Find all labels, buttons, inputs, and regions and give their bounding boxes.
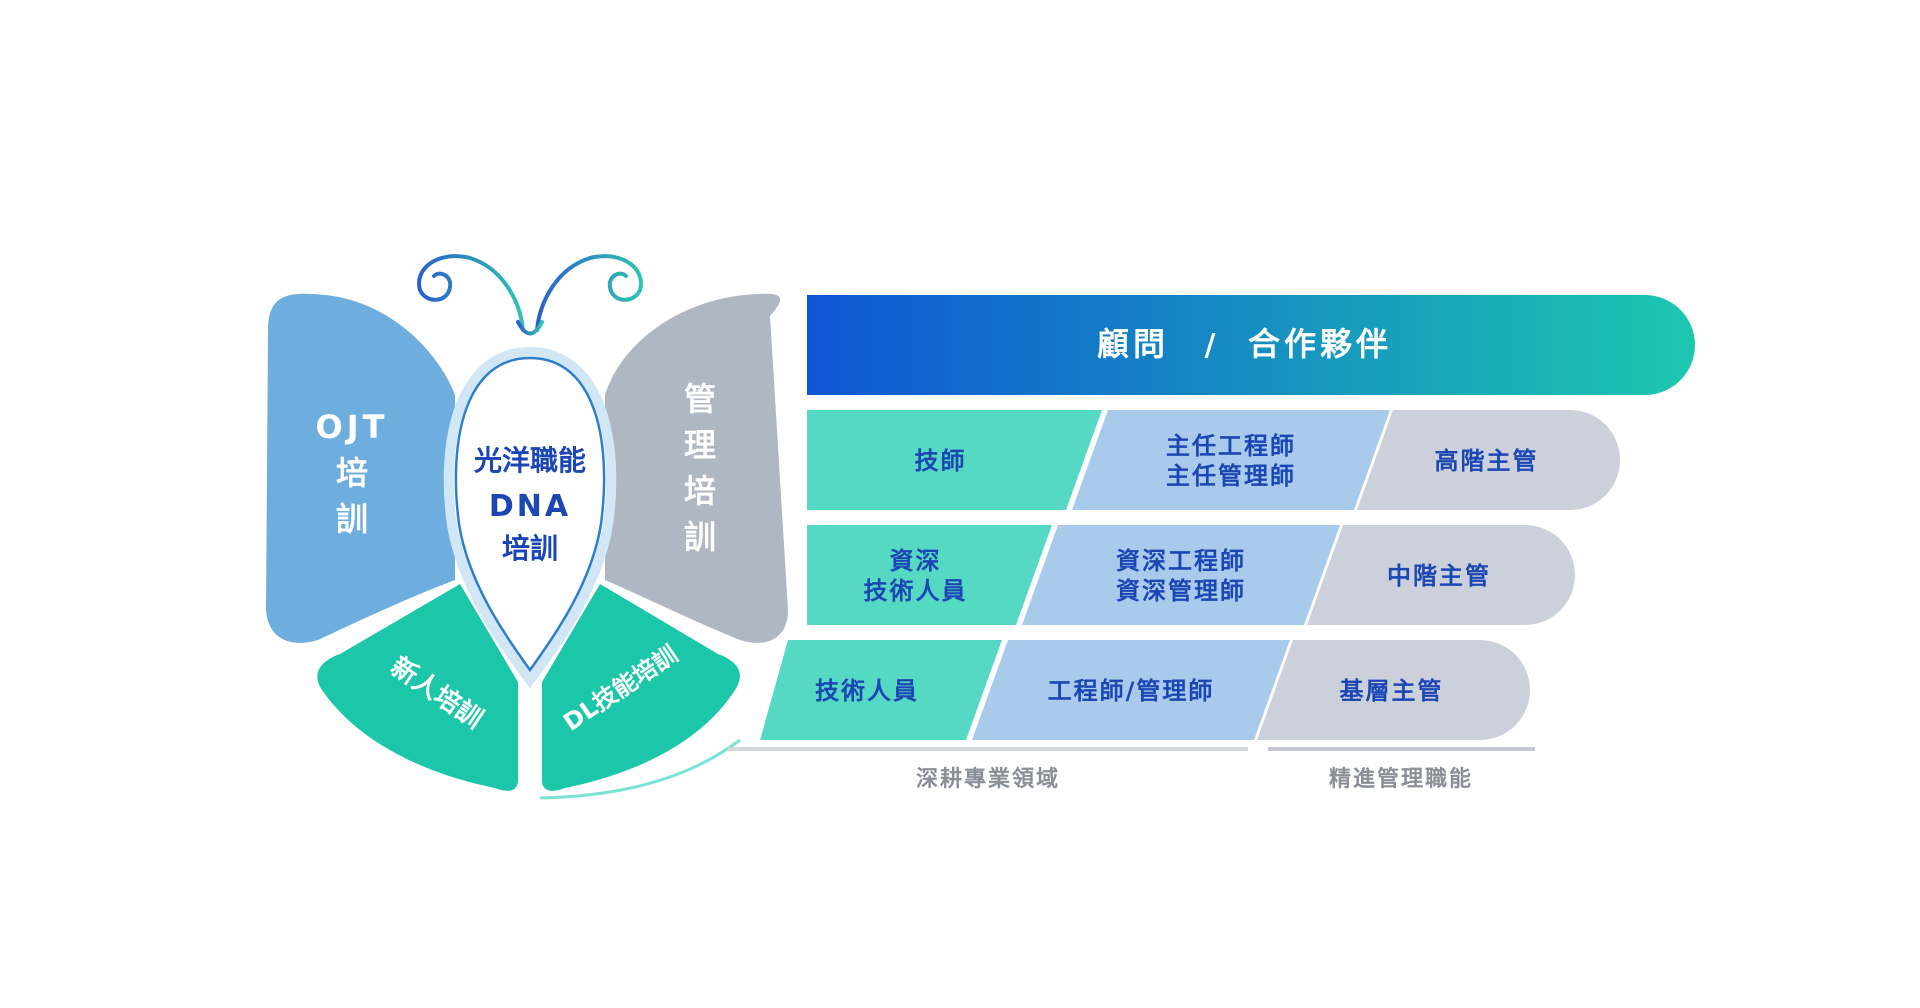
cell-middle-manager-label: 中階主管 (1387, 562, 1491, 590)
mgmt-char-2: 培 (684, 472, 716, 510)
cell-top-technical-label: 技師 (915, 447, 967, 475)
banner-separator: / (1205, 328, 1216, 363)
consultant-banner: 顧問 / 合作夥伴 (807, 295, 1695, 395)
cell-middle-technical (807, 525, 1052, 625)
mgmt-char-0: 管 (684, 380, 716, 418)
left-antenna-icon (417, 254, 525, 332)
accent-arc (539, 738, 741, 800)
cell-middle-manager (1307, 525, 1575, 625)
cell-bottom-manager-label: 基層主管 (1340, 677, 1444, 705)
management-wing (605, 293, 788, 643)
ojt-wing (266, 293, 455, 643)
cell-top-engineer-label-line-1: 主任工程師 (1166, 432, 1296, 460)
cell-top-manager (1357, 410, 1620, 510)
career-grid: 技師主任工程師主任管理師高階主管資深技術人員資深工程師資深管理師中階主管技術人員… (760, 410, 1620, 740)
cell-top-engineer (1072, 410, 1390, 510)
antenna-base-icon (516, 320, 544, 336)
right-antenna-icon (535, 254, 643, 332)
cell-middle-technical-label-line-2: 技術人員 (864, 577, 968, 605)
cell-middle-engineer (1022, 525, 1340, 625)
cell-middle-engineer-label-line-1: 資深工程師 (1116, 547, 1246, 575)
cell-middle-technical-label-line-1: 資深 (890, 547, 942, 575)
dna-title: 光洋職能 (473, 444, 586, 477)
cell-top-technical (807, 410, 1102, 510)
banner-right-text: 合作夥伴 (1248, 325, 1392, 363)
cell-bottom-technical (760, 640, 1002, 740)
dl-skill-wing (542, 584, 740, 791)
cell-top-engineer-label-line-2: 主任管理師 (1166, 462, 1296, 490)
banner-left-text: 顧問 (1097, 325, 1169, 363)
ojt-char-2: 訓 (336, 500, 368, 538)
cell-bottom-manager (1257, 640, 1530, 740)
mgmt-char-3: 訓 (684, 518, 716, 556)
dna-body (443, 346, 617, 689)
mgmt-char-1: 理 (684, 426, 716, 464)
ojt-char-1: 培 (336, 454, 368, 492)
dna-body-outline (454, 356, 606, 673)
cell-bottom-technical-label: 技術人員 (815, 677, 919, 705)
cell-bottom-engineer-label: 工程師/管理師 (1048, 677, 1215, 705)
dna-training: 培訓 (502, 532, 558, 565)
grid-row-bottom: 技術人員 工程師/管理師 基層主管 (760, 640, 1530, 740)
ojt-label: OJT (316, 408, 389, 446)
dna-subtitle: DNA (489, 489, 571, 524)
new-hire-wing (317, 584, 518, 791)
cell-top-manager-label: 高階主管 (1435, 447, 1539, 475)
cell-bottom-engineer (972, 640, 1290, 740)
caption-left: 深耕專業領域 (916, 766, 1060, 792)
cell-middle-engineer-label-line-2: 資深管理師 (1116, 577, 1246, 605)
caption-right: 精進管理職能 (1329, 766, 1473, 792)
butterfly-figure: OJT 培 訓 管 理 培 訓 光洋職能 DNA 培訓 新人培訓 DL技能培訓 (266, 254, 788, 800)
captions: 深耕專業領域 精進管理職能 (728, 747, 1535, 792)
